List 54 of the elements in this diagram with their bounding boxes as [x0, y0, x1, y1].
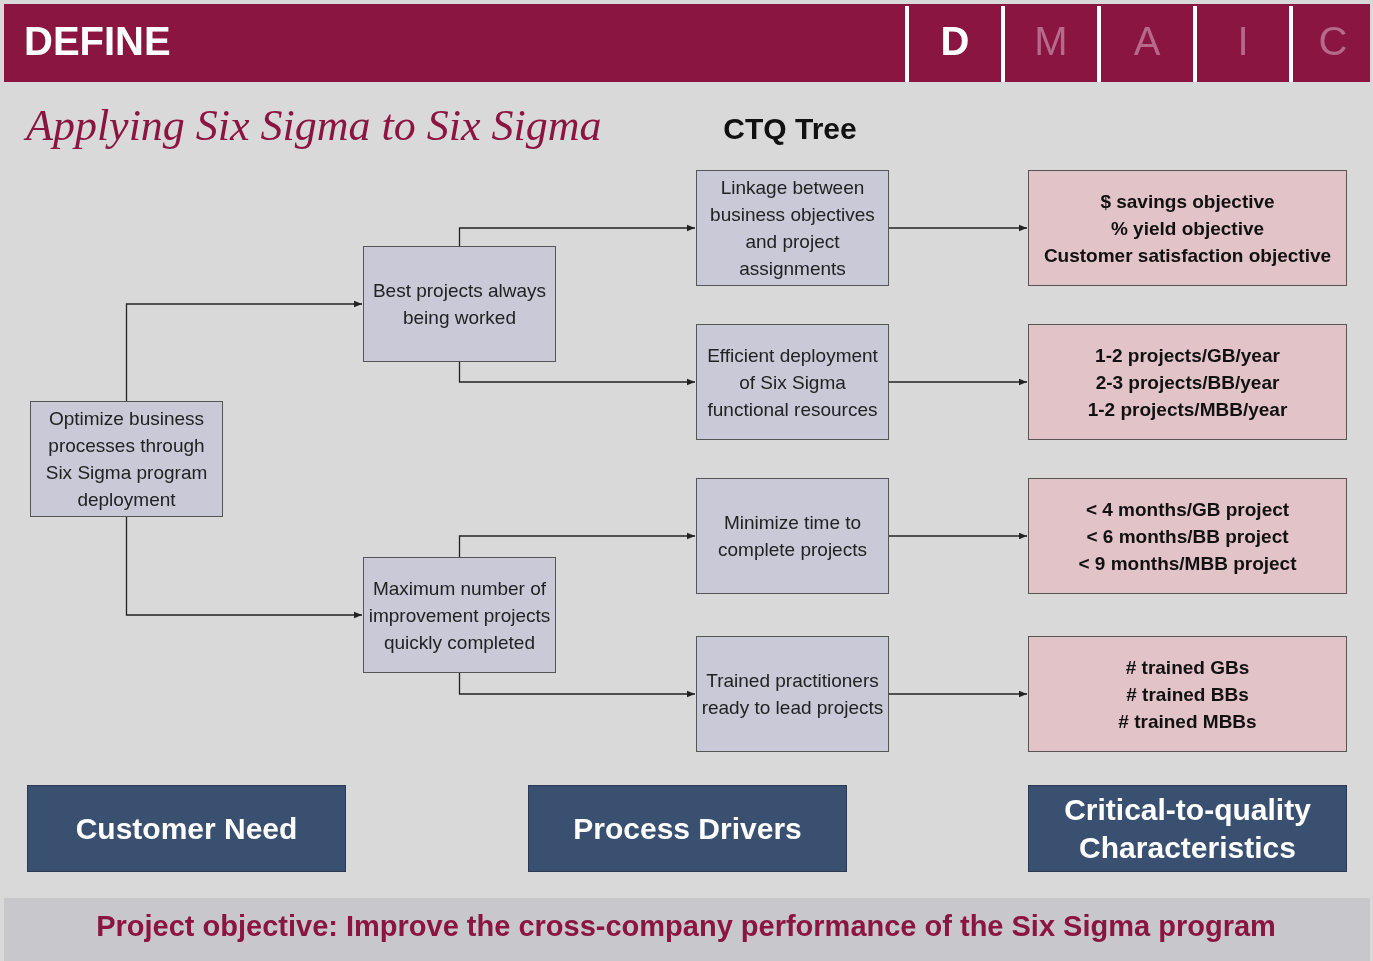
node-text: Maximum number of improvement projects quickly completed: [368, 576, 551, 655]
node-text: < 6 months/BB project: [1086, 524, 1289, 549]
node-text: # trained BBs: [1126, 682, 1249, 707]
process-box: [696, 478, 889, 594]
arrow: [125, 516, 363, 619]
node-text: Optimize business processes through Six Sigma program deployment: [44, 407, 209, 512]
column-header: [27, 785, 346, 872]
arrow: [888, 378, 1028, 386]
phase-letter: A: [1133, 18, 1161, 64]
node-text: $ savings objective: [1100, 189, 1275, 214]
phase-letter: D: [940, 18, 970, 64]
chart-heading: CTQ Tree: [723, 112, 857, 147]
arrow: [125, 300, 363, 402]
column-header: [1028, 785, 1347, 872]
node-text: % yield objective: [1110, 216, 1265, 241]
arrow: [888, 532, 1028, 540]
ctq-box: [1028, 170, 1347, 286]
process-box: [30, 401, 223, 517]
node-text: 2-3 projects/BB/year: [1095, 370, 1280, 395]
caption: Project objective: Improve the cross-company performance of the Six Sigma program: [96, 910, 1276, 943]
phase-letter: M: [1034, 18, 1068, 64]
node-text: Minimize time to complete projects: [717, 511, 868, 562]
ctq-box: [1028, 324, 1347, 440]
process-box: [363, 557, 556, 673]
arrow: [458, 532, 696, 558]
ctq-box: [1028, 636, 1347, 752]
node-text: # trained GBs: [1125, 655, 1250, 680]
process-box: [696, 636, 889, 752]
arrow: [888, 690, 1028, 698]
node-text: Customer satisfaction objective: [1043, 243, 1332, 268]
node-text: Best projects always being worked: [371, 279, 548, 330]
node-text: Customer Need: [75, 810, 298, 847]
arrow: [458, 361, 696, 386]
node-text: < 9 months/MBB project: [1078, 551, 1297, 576]
phase-letter: C: [1318, 18, 1348, 64]
node-text: Efficient deployment of Six Sigma functional resources: [706, 343, 879, 422]
node-text: Critical-to-quality Characteristics: [1063, 791, 1312, 866]
node-text: 1-2 projects/MBB/year: [1087, 397, 1288, 422]
arrow: [888, 224, 1028, 232]
process-box: [696, 324, 889, 440]
column-header: [528, 785, 847, 872]
process-box: [363, 246, 556, 362]
node-text: Process Drivers: [573, 810, 802, 847]
process-box: [696, 170, 889, 286]
node-text: < 4 months/GB project: [1085, 497, 1290, 522]
phase-letter: I: [1237, 18, 1249, 64]
ctq-box: [1028, 478, 1347, 594]
arrow: [458, 672, 696, 698]
section-heading: DEFINE: [24, 18, 171, 64]
node-text: Linkage between business objectives and project assignments: [709, 176, 876, 281]
node-text: 1-2 projects/GB/year: [1095, 343, 1280, 368]
node-text: Trained practitioners ready to lead projects: [701, 669, 884, 720]
node-text: # trained MBBs: [1118, 709, 1257, 734]
arrow: [458, 224, 696, 247]
